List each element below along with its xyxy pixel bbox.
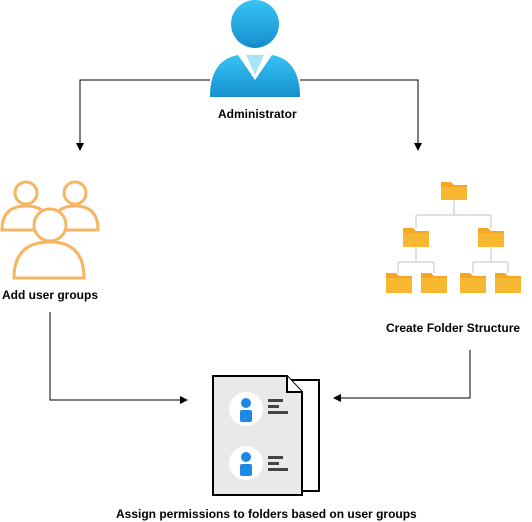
administrator-label: Administrator bbox=[218, 107, 297, 121]
assign-permissions-label: Assign permissions to folders based on u… bbox=[116, 507, 417, 521]
edge-admin-to-user-groups bbox=[76, 79, 210, 151]
folder-leaf-3 bbox=[460, 273, 486, 293]
add-user-groups-label: Add user groups bbox=[2, 288, 99, 302]
document-corner-fold bbox=[286, 376, 302, 393]
edge-admin-to-folder-structure bbox=[300, 79, 422, 151]
folder-leaf-2 bbox=[421, 273, 447, 293]
person-entry-2 bbox=[229, 446, 288, 480]
connectors bbox=[49, 79, 471, 404]
user-group-icon bbox=[0, 180, 100, 280]
administrator-icon bbox=[210, 0, 300, 97]
folder-tree-icon bbox=[386, 182, 521, 293]
folder-leaf-1 bbox=[386, 273, 412, 293]
user-documents-icon bbox=[212, 375, 320, 496]
edge-user-groups-to-permissions bbox=[49, 312, 188, 404]
document-front bbox=[212, 375, 303, 496]
folder-leaf-4 bbox=[495, 273, 521, 293]
folder-level1-left bbox=[403, 228, 429, 247]
tree-lines bbox=[397, 200, 509, 273]
person-entry-1 bbox=[229, 392, 288, 426]
folder-root bbox=[441, 182, 467, 200]
edge-folder-structure-to-permissions bbox=[333, 350, 471, 402]
folder-level1-right bbox=[478, 228, 504, 247]
create-folder-structure-label: Create Folder Structure bbox=[386, 321, 521, 335]
